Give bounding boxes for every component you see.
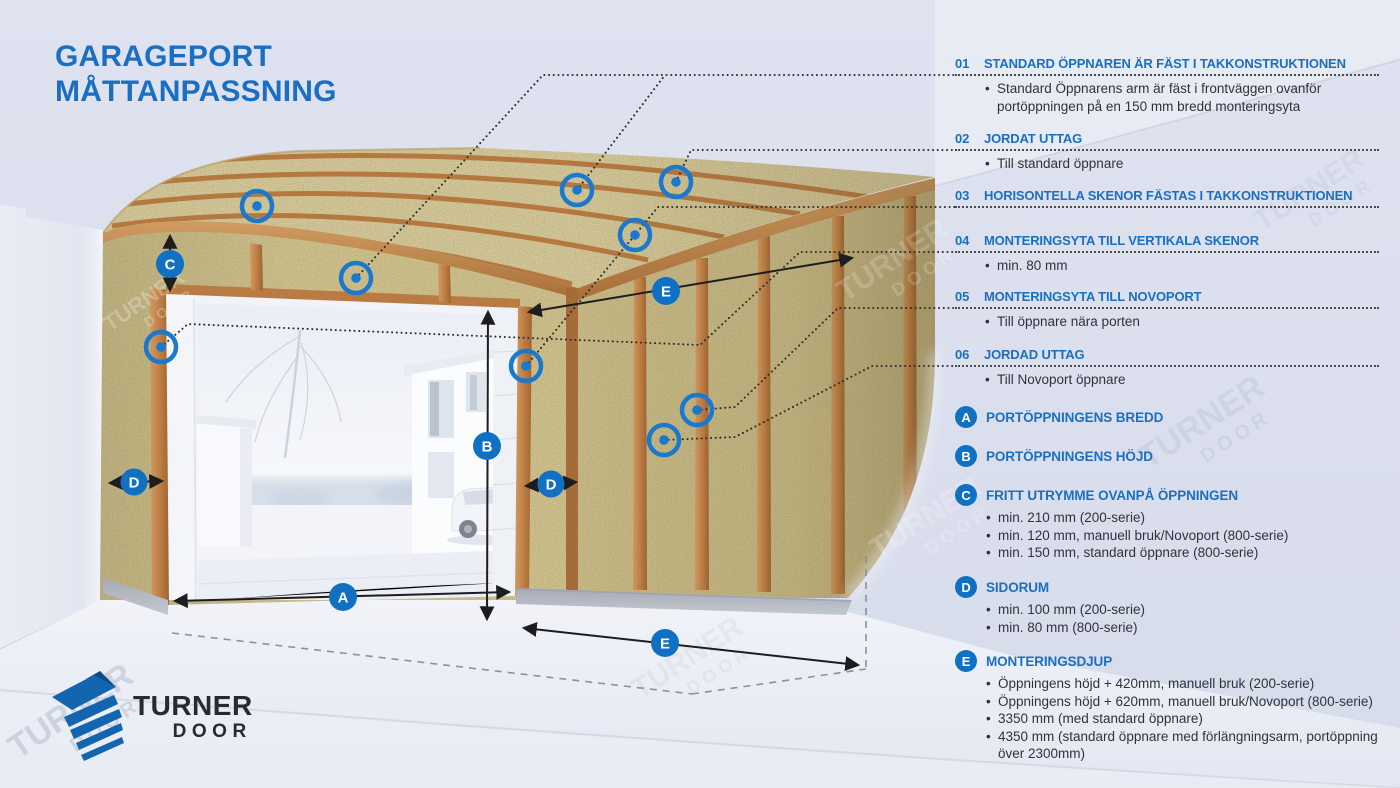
tree [225,329,342,459]
note-title: JORDAT UTTAG [984,131,1083,146]
legend-bullet: Öppningens höjd + 420mm, manuell bruk (2… [986,675,1379,693]
legend-badge: E [955,650,977,672]
legend-bullet: min. 100 mm (200-serie) [986,601,1379,619]
legend-item-A: A PORTÖPPNINGENS BREDD [955,406,1379,428]
note-bullet: Till Novoport öppnare [985,371,1379,389]
note-number: 05 [955,289,970,304]
leader-04 [160,251,957,348]
badge-e-floor: E [651,629,679,657]
brand-name: TURNER [133,690,253,721]
badge-a: A [329,583,357,611]
legend-item-D: D SIDORUM min. 100 mm (200-serie)min. 80 m… [955,576,1379,636]
leader-06 [663,365,957,441]
note-number: 01 [955,56,970,71]
dimension-badges: C E B D D A E [120,250,680,657]
depth-dashed-lines [171,556,867,695]
note-number: 06 [955,347,970,362]
legend-badge: A [955,406,977,428]
fastening-point-markers [143,164,715,458]
legend-bullet: min. 150 mm, standard öppnare (800-serie… [986,544,1379,562]
brand-logo: TURNER DOOR [50,671,253,763]
legend-item-E: E MONTERINGSDJUP Öppningens höjd + 420mm, … [955,650,1379,763]
badge-b: B [473,432,501,460]
note-title: MONTERINGSYTA TILL VERTIKALA SKENOR [984,233,1259,248]
svg-text:E: E [661,284,671,301]
note-number: 03 [955,188,970,203]
legend-title: SIDORUM [986,579,1050,595]
dim-e-ceiling-arrow [526,252,855,318]
svg-text:A: A [338,590,349,607]
legend-title: FRITT UTRYMME OVANPÅ ÖPPNINGEN [986,487,1239,503]
badge-d-right: D [537,470,565,498]
legend-bullet: 3350 mm (med standard öppnare) [986,710,1379,728]
legend-badge: D [955,576,977,598]
page-title: GARAGEPORT MÅTTANPASSNING [55,40,337,108]
note-item-03: 03 HORISONTELLA SKENOR FÄSTAS I TAKKONSTR… [955,188,1379,208]
legend-title: MONTERINGSDJUP [986,653,1113,669]
badge-d-left: D [120,468,148,496]
legend-item-B: B PORTÖPPNINGENS HÖJD [955,445,1379,467]
note-item-06: 06 JORDAD UTTAG Till Novoport öppnare [955,347,1379,389]
fastening-point-marker [143,164,715,458]
brand-logo-icon [52,671,124,761]
brand-wordmark: TURNER DOOR [133,692,253,763]
note-bullet: Till standard öppnare [985,155,1379,173]
legend-title: PORTÖPPNINGENS HÖJD [986,448,1153,464]
legend-bullet: min. 210 mm (200-serie) [986,509,1379,527]
badge-c: C [156,250,184,278]
note-title: JORDAD UTTAG [984,347,1085,362]
note-item-04: 04 MONTERINGSYTA TILL VERTIKALA SKENOR min… [955,233,1379,275]
brand-sub: DOOR [172,721,252,742]
leader-02 [675,149,957,183]
note-number: 04 [955,233,970,248]
svg-text:E: E [660,636,670,653]
note-title: HORISONTELLA SKENOR FÄSTAS I TAKKONSTRUK… [984,188,1353,203]
note-item-05: 05 MONTERINGSYTA TILL NOVOPORT Till öppnar… [955,289,1379,331]
leader-05 [696,307,957,411]
legend-bullet: Öppningens höjd + 620mm, manuell bruk/No… [986,693,1379,711]
legend-title: PORTÖPPNINGENS BREDD [986,409,1164,425]
note-number: 02 [955,131,970,146]
legend-item-C: C FRITT UTRYMME OVANPÅ ÖPPNINGEN min. 210 … [955,484,1379,562]
door-opening-scene [166,293,520,605]
note-title: MONTERINGSYTA TILL NOVOPORT [984,289,1202,304]
legend-bullet: min. 120 mm, manuell bruk/Novoport (800-… [986,527,1379,545]
note-title: STANDARD ÖPPNAREN ÄR FÄST I TAKKONSTRUKT… [984,56,1346,71]
notes-column: 01 STANDARD ÖPPNAREN ÄR FÄST I TAKKONSTRU… [955,0,1379,788]
concrete-plinth [103,578,852,615]
svg-text:D: D [129,475,140,492]
svg-text:D: D [546,477,557,494]
svg-text:C: C [165,257,176,274]
note-bullet: min. 80 mm [985,257,1379,275]
leader-lines [160,74,957,441]
note-bullet: Standard Öppnarens arm är fäst i frontvä… [985,80,1379,115]
badge-e-ceiling: E [652,277,680,305]
legend-badge: C [955,484,977,506]
leader-03 [525,206,957,367]
dim-b-arrow [479,309,496,622]
note-item-01: 01 STANDARD ÖPPNAREN ÄR FÄST I TAKKONSTRU… [955,56,1379,115]
leader-01b [576,74,666,191]
legend-bullet: 4350 mm (standard öppnare med förlängnin… [986,728,1379,763]
note-bullet: Till öppnare nära porten [985,313,1379,331]
dim-e-floor-arrow [521,621,861,672]
svg-text:B: B [482,439,493,456]
legend-bullet: min. 80 mm (800-serie) [986,619,1379,637]
legend-badge: B [955,445,977,467]
front-wall [100,221,580,605]
note-item-02: 02 JORDAT UTTAG Till standard öppnare [955,131,1379,173]
